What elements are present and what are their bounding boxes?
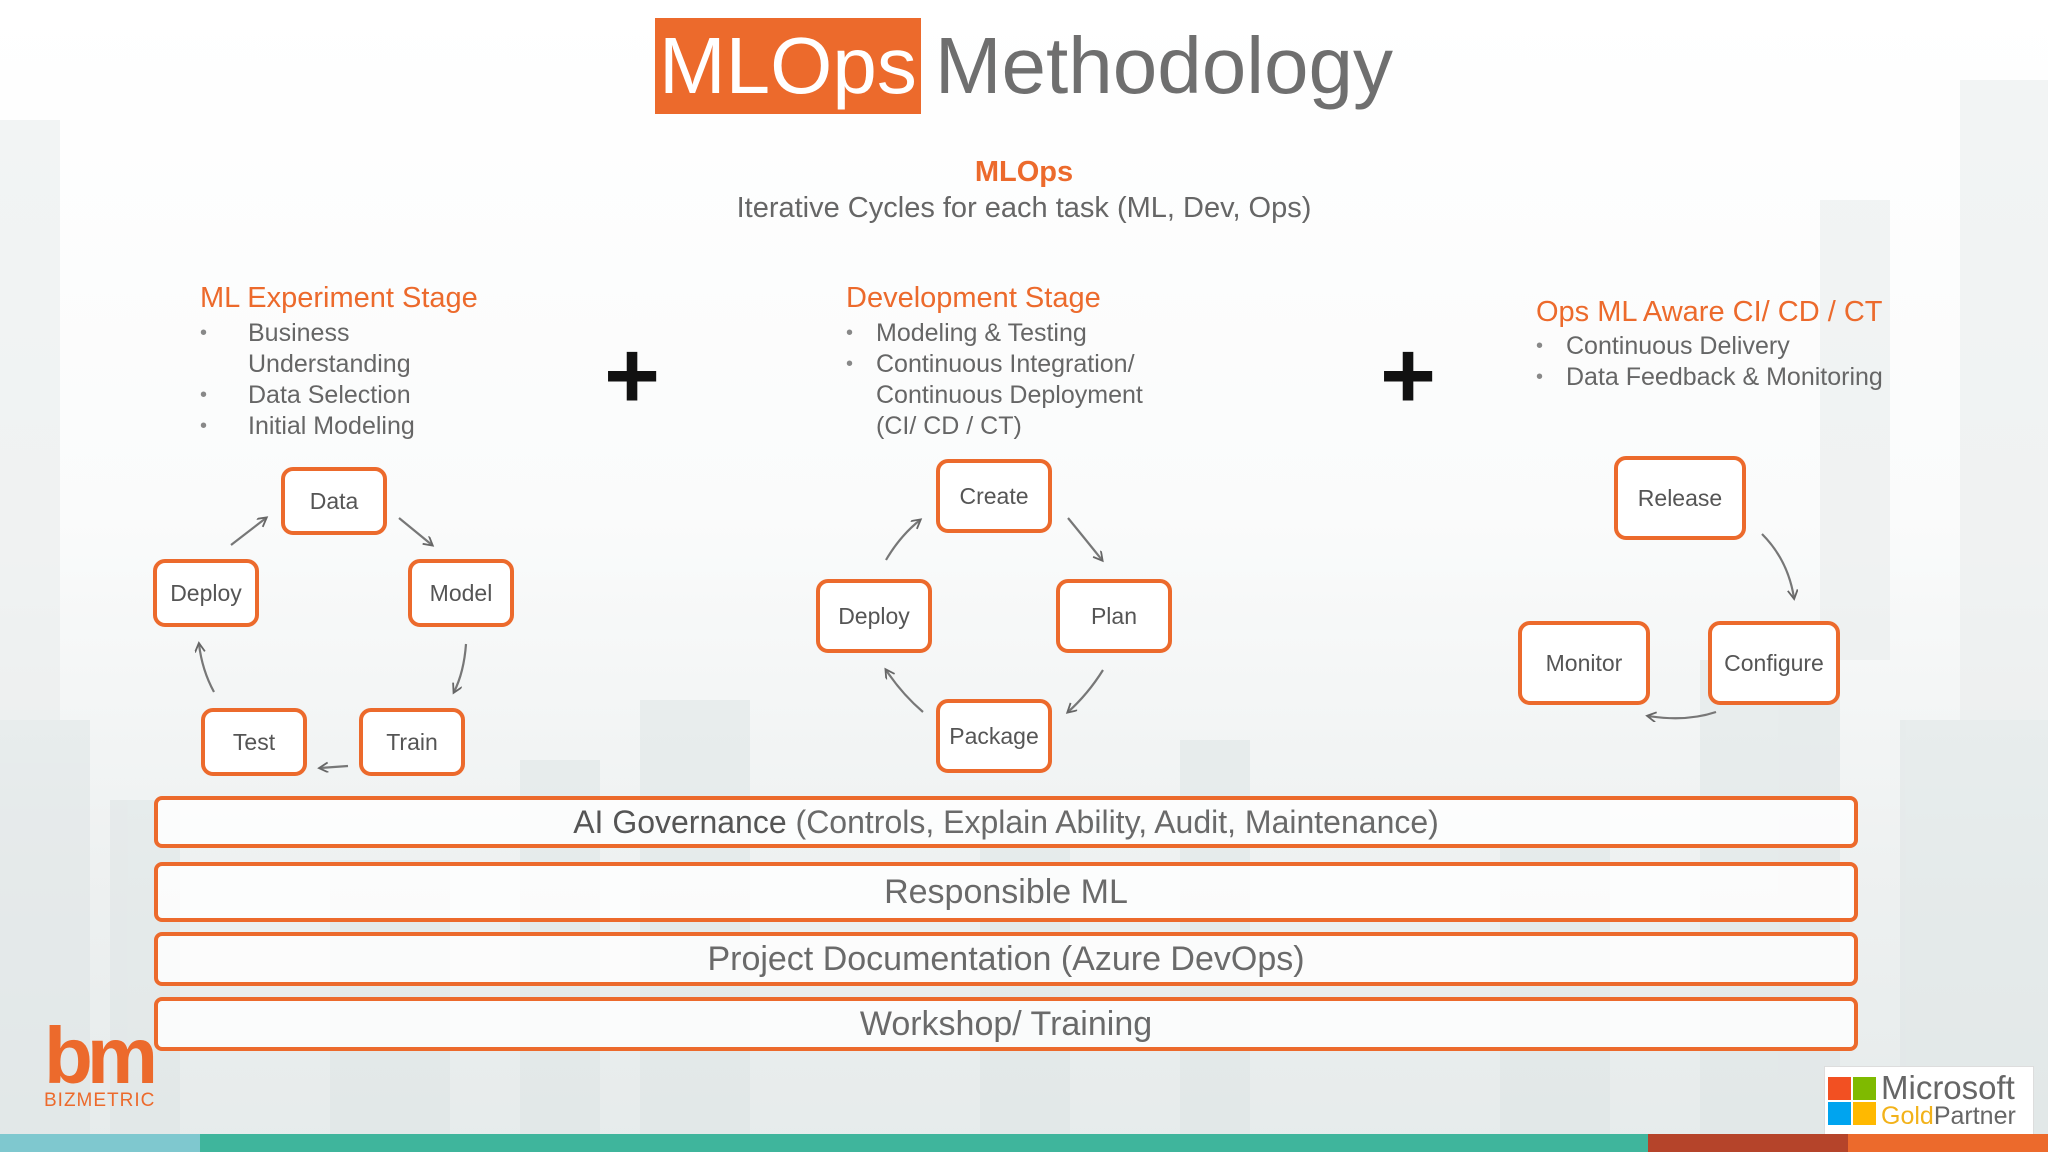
bullet: Continuous Integration/ Continuous Deplo…: [846, 349, 1166, 442]
cycle-node-test: Test: [201, 708, 307, 776]
bar-project-documentation: Project Documentation (Azure DevOps): [154, 932, 1858, 986]
bar-responsible-ml: Responsible ML: [154, 862, 1858, 922]
partner-line1: Microsoft: [1881, 1071, 2015, 1105]
partner-line2: GoldPartner: [1881, 1103, 2016, 1129]
bar-text: (Controls, Explain Ability, Audit, Maint…: [787, 804, 1439, 840]
cycle-node-train: Train: [359, 708, 465, 776]
bullet: Business Understanding: [200, 318, 460, 380]
cycle-node-model: Model: [408, 559, 514, 627]
stage-ops-bullets: Continuous Delivery Data Feedback & Moni…: [1536, 331, 1936, 393]
bullet: Modeling & Testing: [846, 318, 1166, 349]
partner-word: Partner: [1934, 1102, 2016, 1130]
bottom-stripe: [0, 1134, 2048, 1152]
cycle-node-configure: Configure: [1708, 621, 1840, 705]
bar-strong-text: AI Governance: [573, 804, 786, 840]
subtitle-heading: MLOps: [0, 156, 2048, 189]
cycle-node-create: Create: [936, 459, 1052, 533]
stage-ml-experiment-title: ML Experiment Stage: [200, 282, 478, 315]
bullet: Continuous Delivery: [1536, 331, 1936, 362]
cycle-node-package: Package: [936, 699, 1052, 773]
bullet: Initial Modeling: [200, 411, 460, 442]
stage-ops-title: Ops ML Aware CI/ CD / CT: [1536, 296, 1882, 329]
bar-text: Project Documentation (Azure DevOps): [707, 940, 1304, 978]
bizmetric-logo: bm BIZMETRIC: [44, 1016, 155, 1112]
microsoft-logo-icon: [1828, 1077, 1876, 1125]
cycle-node-data: Data: [281, 467, 387, 535]
title-highlight: MLOps: [655, 18, 921, 114]
cycle-node-deploy: Deploy: [816, 579, 932, 653]
cycle-node-release: Release: [1614, 456, 1746, 540]
microsoft-gold-partner-badge: Microsoft GoldPartner: [1824, 1066, 2034, 1136]
title-rest: Methodology: [935, 21, 1393, 110]
bar-workshop-training: Workshop/ Training: [154, 997, 1858, 1051]
stage-ml-experiment-bullets: Business Understanding Data Selection In…: [200, 318, 460, 442]
bullet: Data Selection: [200, 380, 460, 411]
plus-icon: +: [1380, 328, 1436, 424]
logo-name: BIZMETRIC: [44, 1090, 155, 1112]
partner-gold: Gold: [1881, 1102, 1934, 1130]
cycle-node-deploy: Deploy: [153, 559, 259, 627]
cycle-node-monitor: Monitor: [1518, 621, 1650, 705]
stage-development-bullets: Modeling & Testing Continuous Integratio…: [846, 318, 1166, 442]
subtitle-text: Iterative Cycles for each task (ML, Dev,…: [0, 192, 2048, 225]
bar-ai-governance: AI Governance (Controls, Explain Ability…: [154, 796, 1858, 848]
plus-icon: +: [604, 328, 660, 424]
logo-mark: bm: [44, 1016, 155, 1096]
bar-text: Workshop/ Training: [860, 1005, 1152, 1043]
bullet: Data Feedback & Monitoring: [1536, 362, 1936, 393]
stage-development-title: Development Stage: [846, 282, 1101, 315]
cycle-node-plan: Plan: [1056, 579, 1172, 653]
bar-text: Responsible ML: [884, 873, 1128, 911]
